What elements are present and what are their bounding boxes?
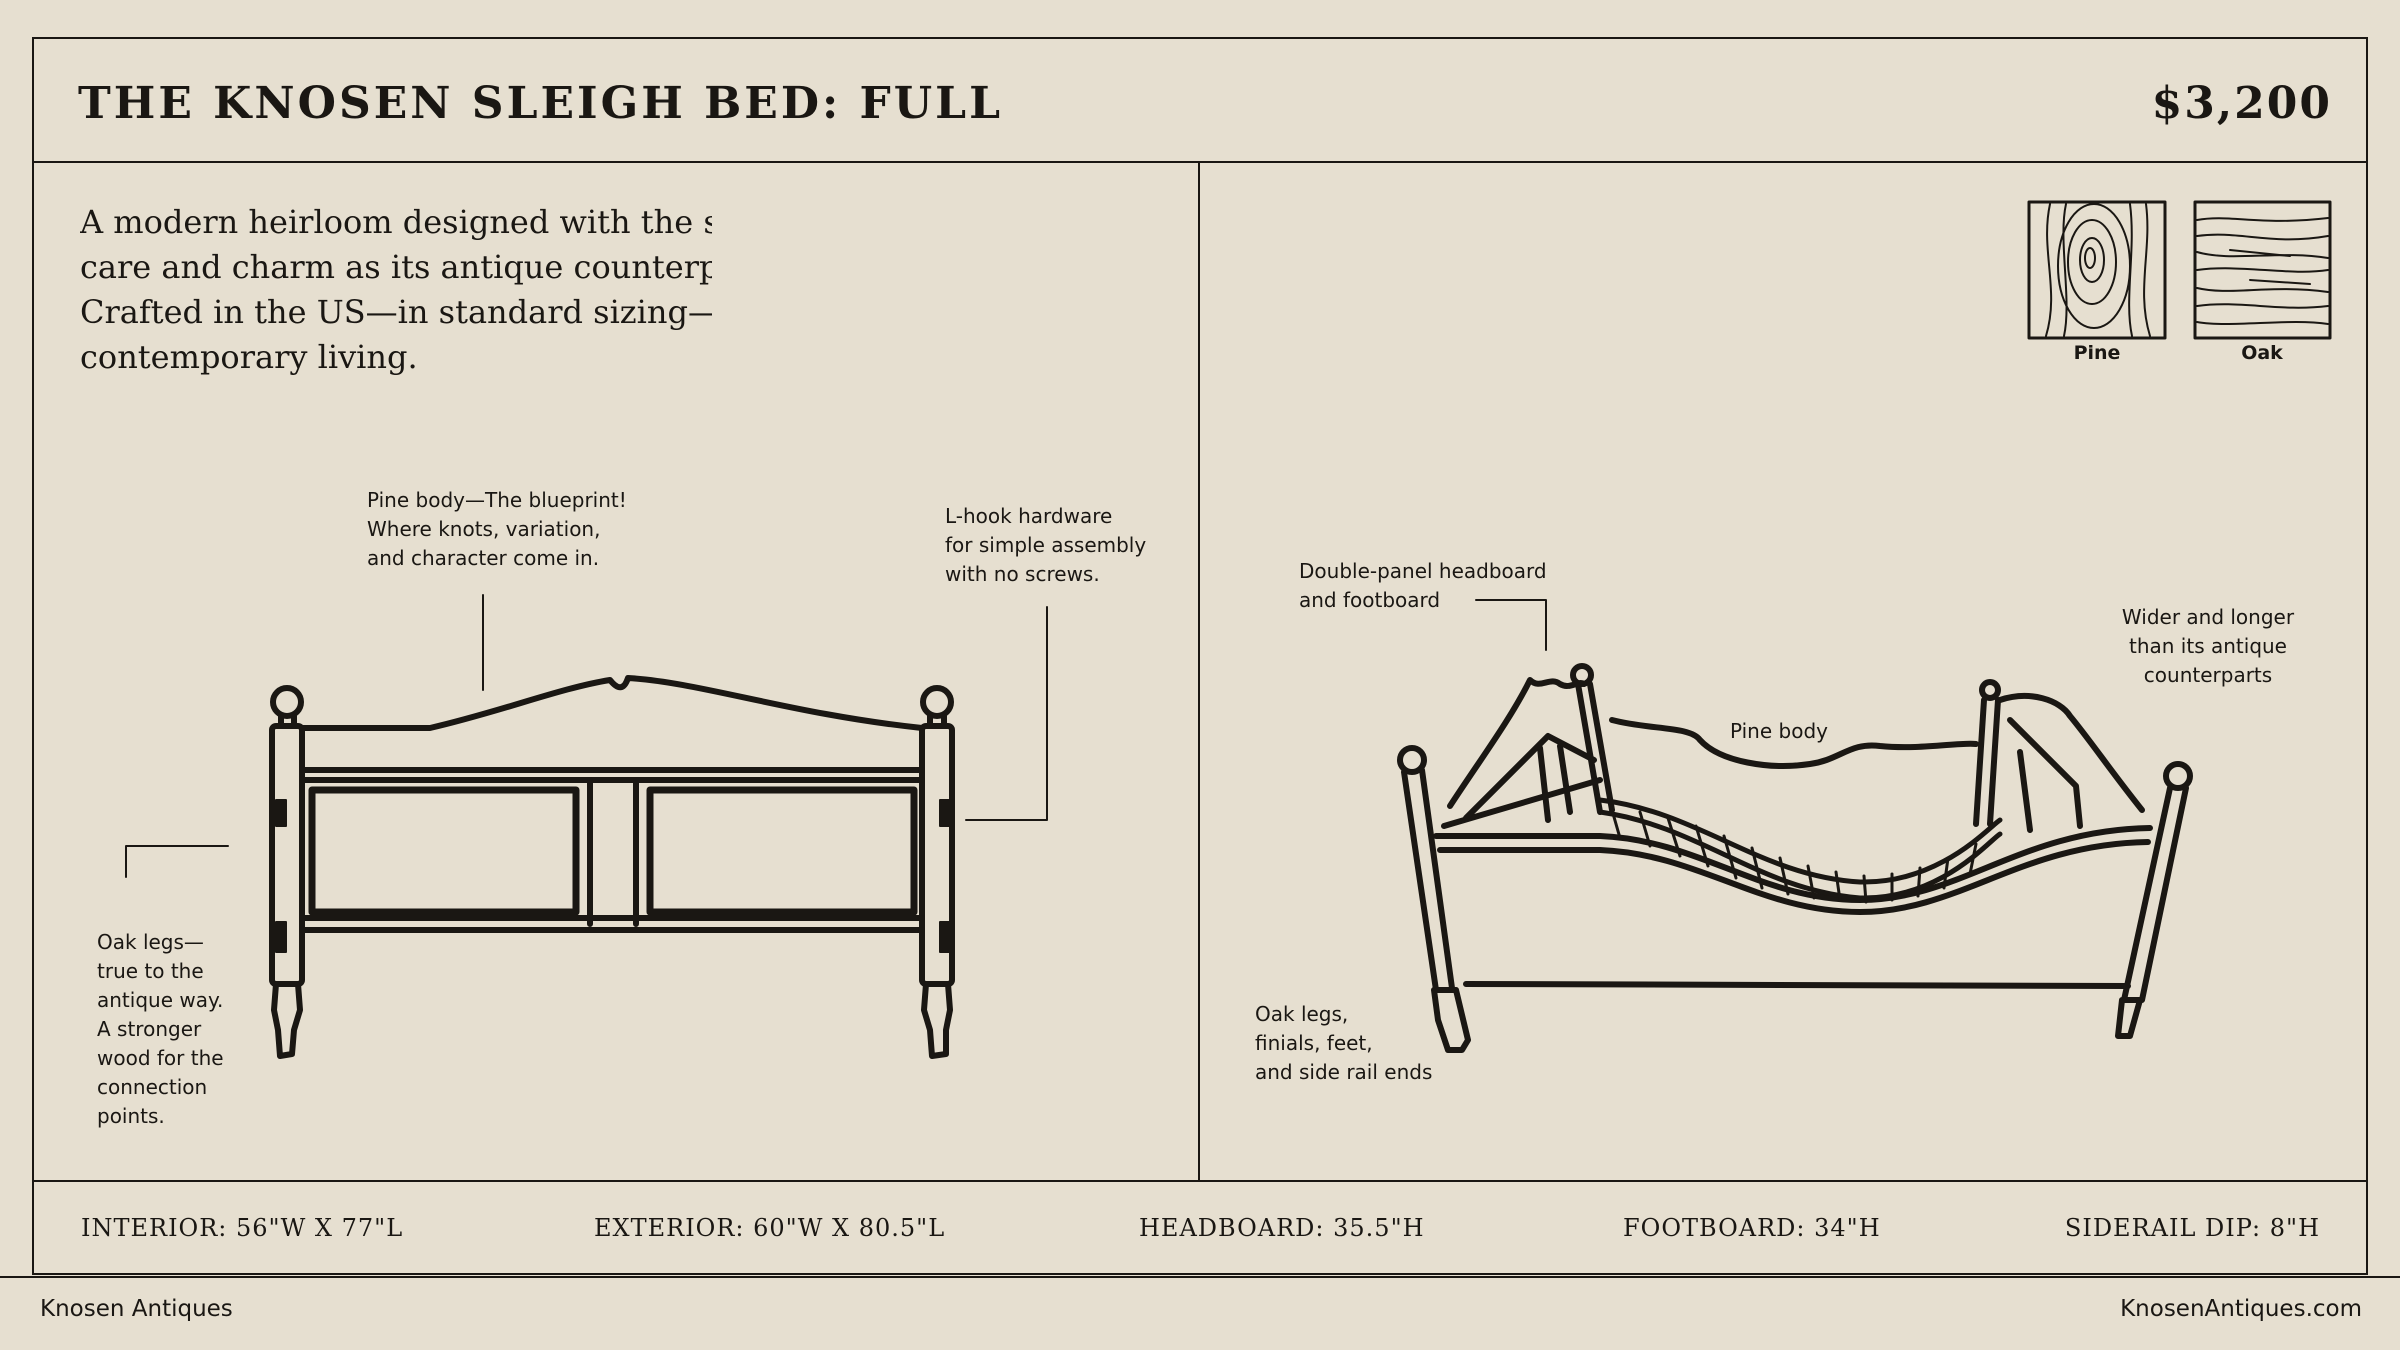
- footer-divider: [0, 1276, 2400, 1278]
- front-view-bed-drawing: [269, 675, 955, 1059]
- callout-oak-legs-perspective: Oak legs, finials, feet, and side rail e…: [1255, 1000, 1432, 1087]
- callout-line: Pine body—The blueprint!: [367, 488, 627, 512]
- callout-line: Where knots, variation,: [367, 517, 601, 541]
- spec-footboard: FOOTBOARD: 34"H: [1623, 1214, 1881, 1242]
- spec-siderail-dip: SIDERAIL DIP: 8"H: [2064, 1214, 2320, 1242]
- callout-line: and footboard: [1299, 588, 1441, 612]
- callout-line: connection: [97, 1075, 208, 1099]
- callout-line: and side rail ends: [1255, 1060, 1433, 1084]
- header-divider: [32, 161, 2368, 163]
- spec-interior: INTERIOR: 56"W X 77"L: [81, 1214, 404, 1242]
- oak-grain-icon: [2193, 200, 2332, 340]
- callout-hardware: L-hook hardware for simple assembly with…: [945, 502, 1146, 589]
- pine-grain-icon: [2027, 200, 2167, 340]
- callout-wider-longer: Wider and longer than its antique counte…: [2113, 603, 2303, 690]
- page-title: THE KNOSEN SLEIGH BED: FULL: [78, 78, 1004, 129]
- callout-line: Oak legs,: [1255, 1002, 1349, 1026]
- callout-line: L-hook hardware: [945, 504, 1113, 528]
- perspective-slats: [1610, 808, 1978, 904]
- callout-line: counterparts: [2143, 663, 2273, 687]
- front-view-leaders: [125, 594, 1048, 878]
- callout-line: antique way.: [97, 988, 224, 1012]
- callout-line: for simple assembly: [945, 533, 1147, 557]
- perspective-view-leaders: [1475, 599, 1547, 651]
- swatch-label-pine: Pine: [2073, 342, 2121, 364]
- callout-line: Wider and longer: [2121, 605, 2295, 629]
- specs-divider: [32, 1180, 2368, 1182]
- callout-line: Double-panel headboard: [1299, 559, 1547, 583]
- intro-line: A modern heirloom designed with the s: [80, 203, 712, 241]
- callout-line: Oak legs—: [97, 930, 204, 954]
- callout-line: A stronger: [97, 1017, 202, 1041]
- intro-text: A modern heirloom designed with the s ca…: [80, 200, 712, 390]
- swatch-label-oak: Oak: [2241, 342, 2283, 364]
- spec-exterior: EXTERIOR: 60"W X 80.5"L: [594, 1214, 946, 1242]
- footer-website-link[interactable]: KnosenAntiques.com: [2120, 1296, 2362, 1322]
- callout-line: true to the: [97, 959, 204, 983]
- intro-line: Crafted in the US—in standard sizing—: [80, 293, 712, 331]
- price: $3,200: [2151, 78, 2332, 129]
- intro-line: contemporary living.: [80, 338, 418, 376]
- callout-line: than its antique: [2129, 634, 2287, 658]
- callout-line: wood for the: [97, 1046, 224, 1070]
- callout-line: with no screws.: [945, 562, 1100, 586]
- callout-pine-body: Pine body—The blueprint! Where knots, va…: [367, 486, 627, 573]
- callout-line: points.: [97, 1104, 165, 1128]
- callout-oak-legs: Oak legs— true to the antique way. A str…: [97, 928, 224, 1131]
- callout-line: finials, feet,: [1255, 1031, 1373, 1055]
- spec-headboard: HEADBOARD: 35.5"H: [1139, 1214, 1425, 1242]
- callout-double-panel: Double-panel headboard and footboard: [1299, 557, 1547, 615]
- footer-brand: Knosen Antiques: [40, 1296, 233, 1322]
- callout-line: and character come in.: [367, 546, 600, 570]
- perspective-view-bed-drawing: [1397, 663, 2193, 1053]
- panel-divider: [1198, 162, 1200, 1180]
- page-frame: [32, 37, 2368, 1275]
- intro-line: care and charm as its antique counterpa: [80, 248, 712, 286]
- callout-pine-body-perspective: Pine body: [1730, 719, 1828, 743]
